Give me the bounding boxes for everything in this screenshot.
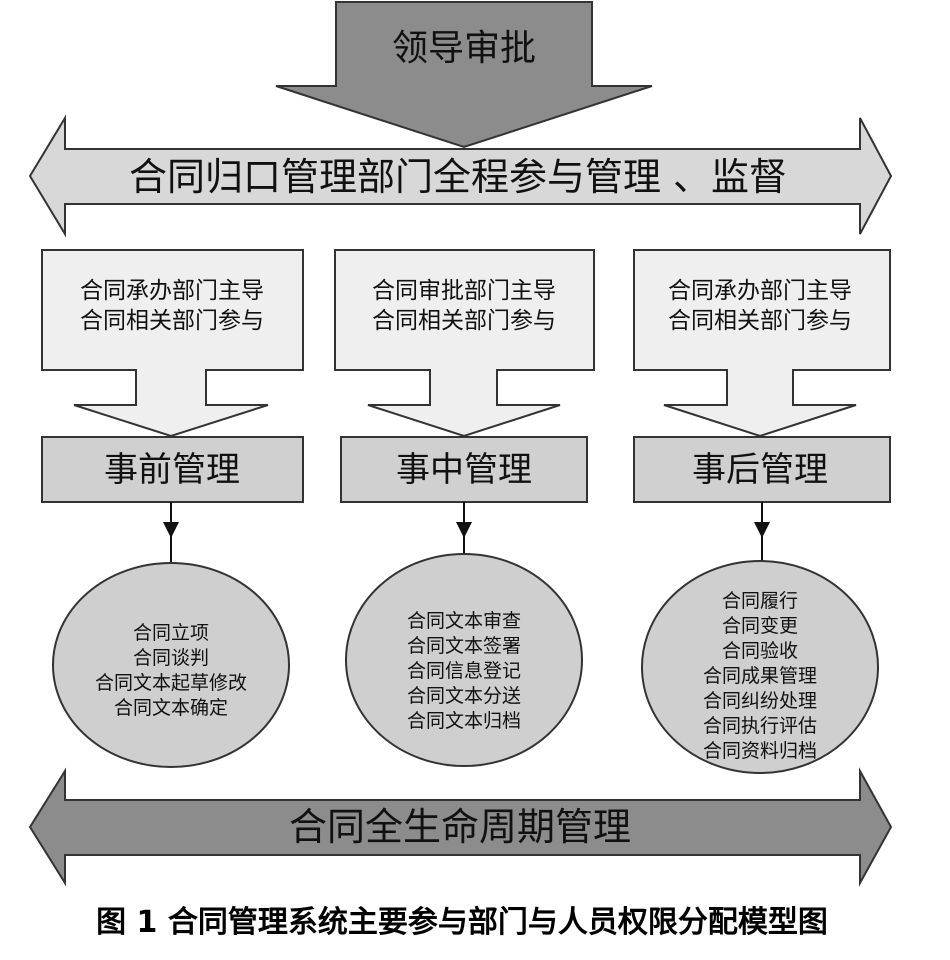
top-management-band: 合同归口管理部门全程参与管理 、监督 (28, 114, 893, 238)
activity-2-4: 合同文本分送 (407, 685, 521, 707)
activity-circle-2 (345, 553, 583, 767)
top-band-label: 合同归口管理部门全程参与管理 、监督 (129, 155, 787, 199)
top-approval-arrow: 领导审批 (275, 1, 653, 149)
lifecycle-band-label: 合同全生命周期管理 (289, 805, 631, 849)
lead-line-1a: 合同承办部门主导 (80, 278, 264, 304)
activity-1-2: 合同谈判 (133, 647, 209, 669)
lifecycle-band-shape (28, 767, 893, 887)
lead-arrow-2 (334, 249, 595, 438)
column-mid-management: 合同审批部门主导 合同相关部门参与 事中管理 合同文本审查 合同文本签署 合同信… (334, 249, 595, 767)
activity-circle-3 (641, 560, 879, 774)
lead-arrow-1 (41, 249, 304, 438)
phase-label-1: 事前管理 (104, 450, 240, 490)
phase-label-3: 事后管理 (692, 450, 828, 490)
lead-line-2b: 合同相关部门参与 (372, 308, 556, 334)
activity-1-3: 合同文本起草修改 (95, 672, 247, 694)
activity-3-6: 合同执行评估 (703, 715, 817, 737)
lead-arrow-3 (633, 249, 891, 438)
activity-2-2: 合同文本签署 (407, 635, 521, 657)
activity-3-1: 合同履行 (722, 590, 798, 612)
activity-3-5: 合同纠纷处理 (703, 690, 817, 712)
activity-3-7: 合同资料归档 (703, 740, 817, 762)
top-approval-label: 领导审批 (392, 28, 536, 69)
phase-box-3 (633, 436, 891, 503)
activity-2-1: 合同文本审查 (407, 610, 521, 632)
figure-caption: 图 1 合同管理系统主要参与部门与人员权限分配模型图 (96, 905, 828, 940)
activity-circle-1 (52, 562, 290, 768)
lead-line-1b: 合同相关部门参与 (80, 308, 264, 334)
lead-line-3b: 合同相关部门参与 (668, 308, 852, 334)
activity-1-1: 合同立项 (133, 622, 209, 644)
activity-3-4: 合同成果管理 (703, 665, 817, 687)
column-pre-management: 合同承办部门主导 合同相关部门参与 事前管理 合同立项 合同谈判 合同文本起草修… (41, 249, 304, 768)
lead-line-3a: 合同承办部门主导 (668, 278, 852, 304)
activity-2-5: 合同文本归档 (407, 710, 521, 732)
phase-label-2: 事中管理 (396, 450, 532, 490)
lead-line-2a: 合同审批部门主导 (372, 278, 556, 304)
phase-box-1 (41, 436, 304, 503)
column-post-management: 合同承办部门主导 合同相关部门参与 事后管理 合同履行 合同变更 合同验收 合同… (633, 249, 891, 774)
top-approval-arrow-shape (275, 1, 653, 149)
top-band-shape (28, 114, 893, 238)
lifecycle-band: 合同全生命周期管理 (28, 767, 893, 887)
activity-1-4: 合同文本确定 (114, 697, 228, 719)
activity-2-3: 合同信息登记 (407, 660, 521, 682)
activity-3-3: 合同验收 (722, 640, 798, 662)
activity-3-2: 合同变更 (722, 615, 798, 637)
